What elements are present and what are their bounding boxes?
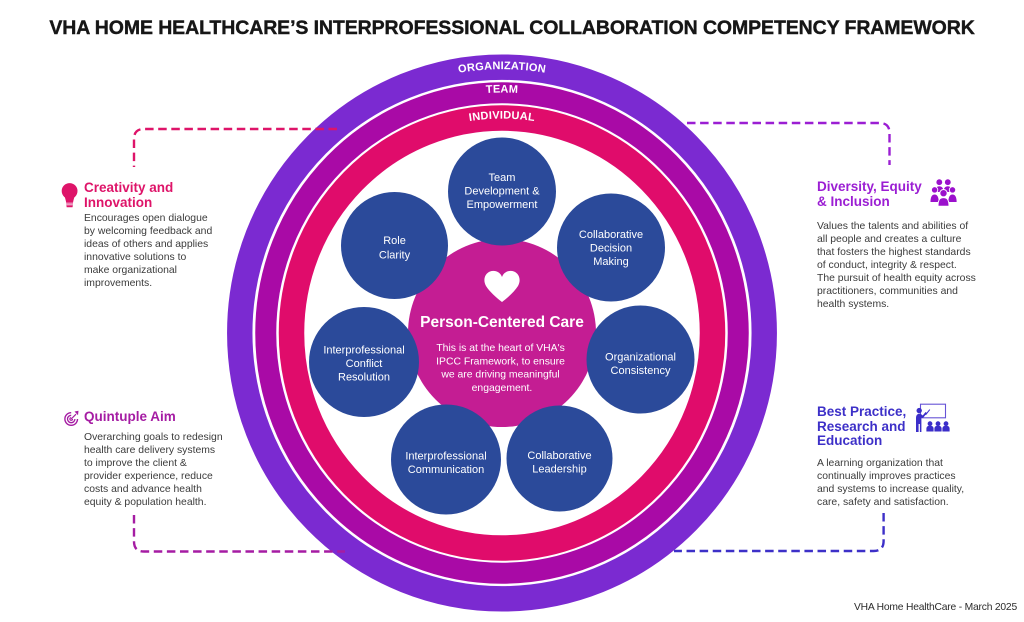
svg-text:INDIVIDUAL: INDIVIDUAL — [468, 110, 536, 125]
svg-text:Person-Centered Care: Person-Centered Care — [420, 314, 584, 331]
svg-text:ORGANIZATION: ORGANIZATION — [457, 60, 546, 76]
svg-text:TEAM: TEAM — [486, 83, 519, 96]
svg-text:This is at the heart of VHA's: This is at the heart of VHA's IPCC Frame… — [436, 343, 568, 394]
